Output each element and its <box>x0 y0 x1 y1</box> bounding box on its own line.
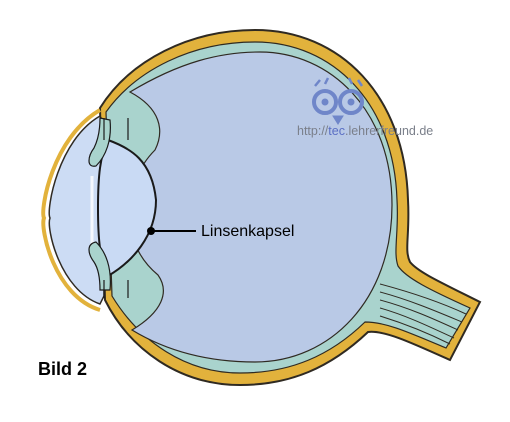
watermark-url: http://tec.lehrerfreund.de <box>297 124 433 138</box>
vitreous-body <box>128 51 393 363</box>
watermark-post: .lehrerfreund.de <box>345 124 433 138</box>
watermark-pre: http:// <box>297 124 329 138</box>
owl-logo <box>312 77 364 125</box>
figure-label: Bild 2 <box>38 359 87 379</box>
annotation-label: Linsenkapsel <box>201 223 294 240</box>
iris-lower <box>88 241 111 291</box>
ciliary-lines <box>103 118 129 298</box>
iris-upper <box>88 117 111 167</box>
watermark-mid: tec <box>328 124 345 138</box>
optic-nerve <box>379 283 467 345</box>
cornea-rim <box>41 108 102 312</box>
